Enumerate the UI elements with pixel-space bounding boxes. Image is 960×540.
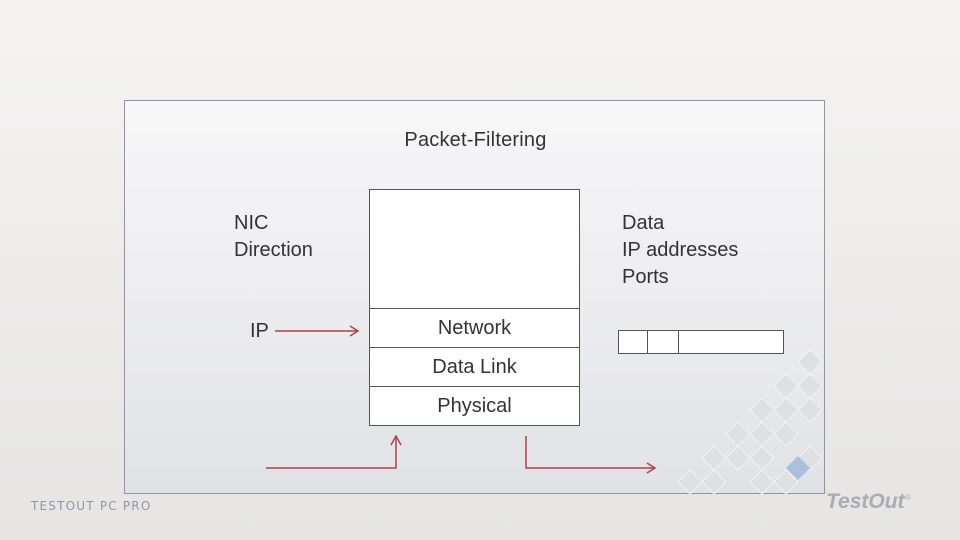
- inbound-arrow: [266, 434, 402, 469]
- layer-physical: Physical: [369, 386, 580, 426]
- diagram-title: Packet-Filtering: [404, 129, 547, 151]
- decorative-diamond-pattern: [677, 349, 823, 495]
- packet-field: [619, 331, 648, 353]
- criteria-direction: Direction: [234, 239, 313, 261]
- registered-mark: ®: [904, 493, 911, 502]
- osi-layer-stack: Network Data Link Physical: [369, 189, 580, 426]
- packet: [618, 330, 784, 354]
- ip-arrow: [275, 325, 360, 337]
- outbound-arrow: [525, 436, 657, 474]
- criteria-nic: NIC: [234, 212, 269, 234]
- criteria-data: Data: [622, 212, 665, 234]
- layer-network: Network: [369, 308, 580, 348]
- packet-field: [648, 331, 679, 353]
- logo-text: TestOut: [826, 490, 905, 513]
- flow-arrows: [266, 325, 657, 474]
- footer-product-name: TESTOUT PC PRO: [31, 499, 152, 513]
- criteria-ip-addresses: IP addresses: [622, 239, 739, 261]
- right-criteria: Data IP addresses Ports: [622, 210, 738, 291]
- testout-logo: TestOut®: [826, 490, 910, 514]
- criteria-ports: Ports: [622, 266, 669, 288]
- upper-layers-box: [369, 189, 580, 309]
- diagram-panel: Packet-Filtering NIC Direction Data IP a…: [124, 100, 825, 494]
- ip-label: IP: [250, 320, 269, 342]
- left-criteria: NIC Direction: [234, 210, 313, 264]
